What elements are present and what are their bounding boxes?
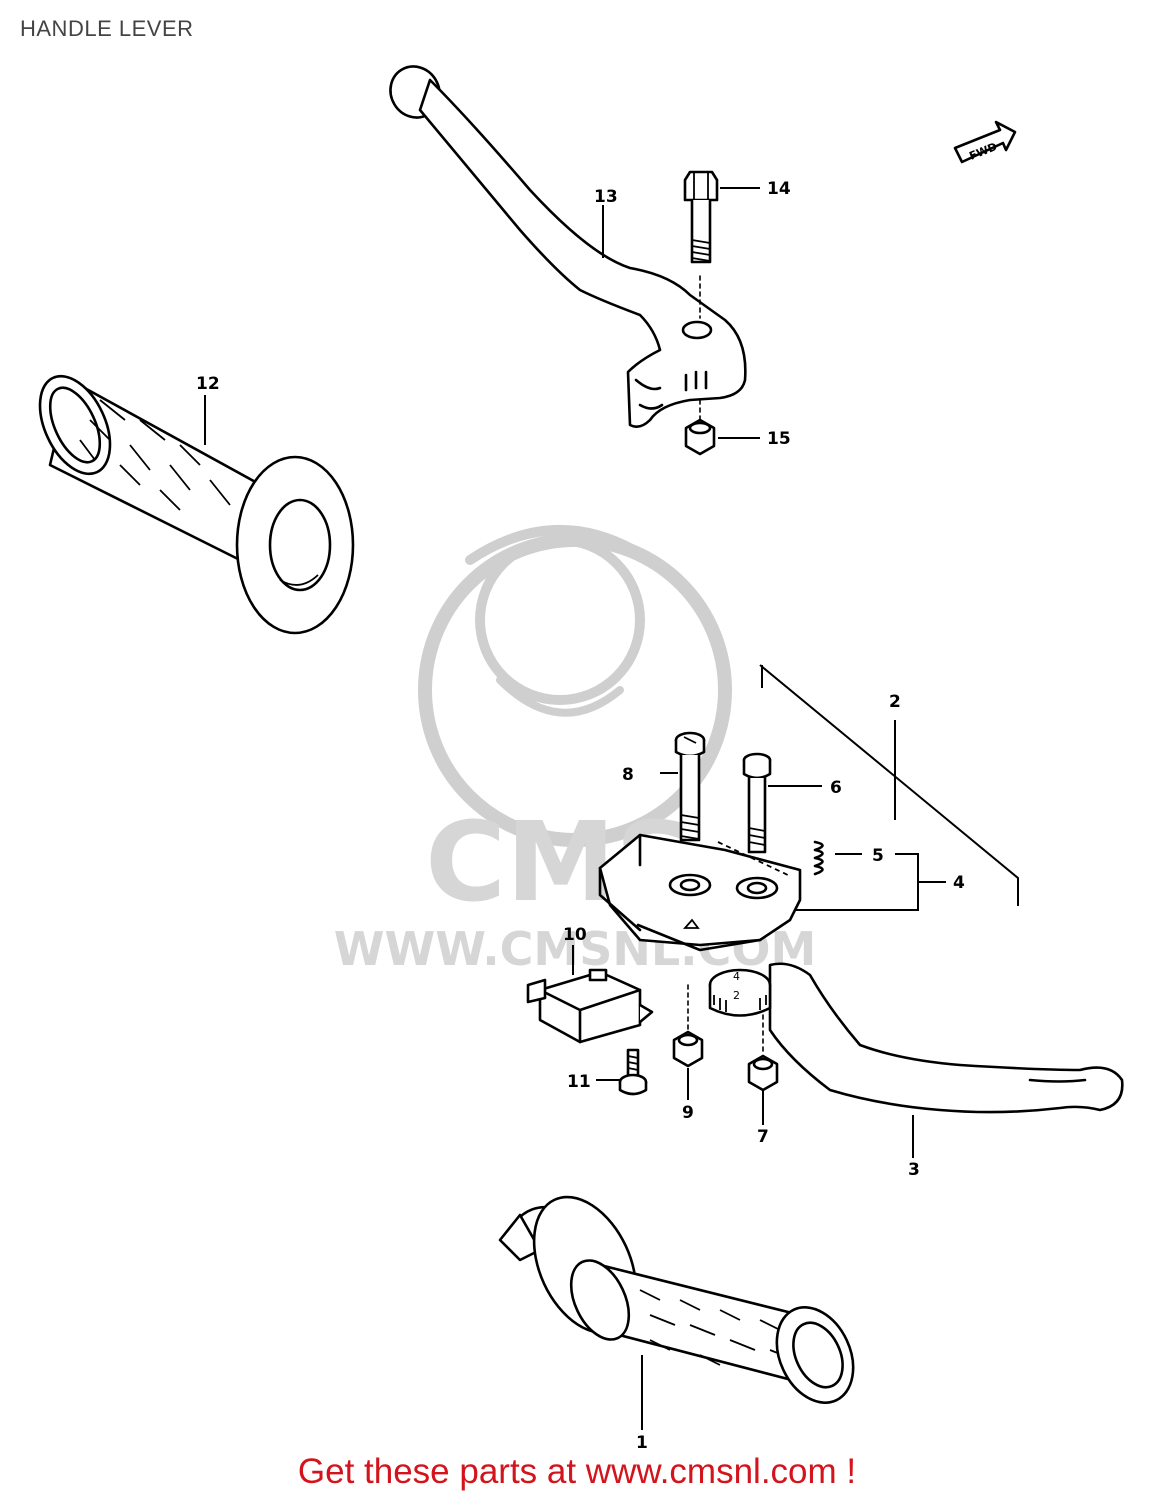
svg-text:2: 2 <box>733 989 740 1002</box>
callout-3: 3 <box>908 1160 920 1180</box>
part-10-brake-switch <box>526 968 654 1044</box>
part-13-front-brake-lever <box>389 65 747 428</box>
callout-5: 5 <box>872 846 884 866</box>
part-5-spring <box>813 840 824 876</box>
callout-13: 13 <box>594 187 618 207</box>
callout-7: 7 <box>757 1127 769 1147</box>
part-15-nut <box>684 399 716 456</box>
callout-9: 9 <box>682 1103 694 1123</box>
callout-numbers: 1 2 3 4 5 6 7 8 9 10 11 12 13 14 15 <box>196 179 965 1453</box>
forward-arrow-label: FWD <box>967 140 999 163</box>
part-1-right-grip <box>498 1195 855 1404</box>
leader-lines <box>204 187 1019 1430</box>
callout-2: 2 <box>889 692 901 712</box>
footer-link[interactable]: Get these parts at www.cmsnl.com ! <box>297 1452 857 1491</box>
callout-4: 4 <box>953 873 965 893</box>
svg-text:4: 4 <box>733 970 740 983</box>
part-9-nut <box>672 984 704 1068</box>
part-3-lever: 4 2 <box>708 962 1124 1114</box>
part-14-bolt <box>683 170 719 319</box>
callout-10: 10 <box>563 925 587 945</box>
callout-8: 8 <box>622 765 634 785</box>
part-12-left-grip <box>38 374 355 635</box>
callout-11: 11 <box>567 1072 591 1092</box>
part-7-nut <box>747 1014 779 1092</box>
forward-arrow-icon: FWD <box>953 120 1017 164</box>
part-8-pivot-bolt <box>674 731 706 842</box>
callout-6: 6 <box>830 778 842 798</box>
page-title: HANDLE LEVER <box>20 16 194 41</box>
callout-12: 12 <box>196 374 220 394</box>
callout-1: 1 <box>636 1433 648 1453</box>
part-11-screw <box>618 1048 648 1096</box>
callout-15: 15 <box>767 429 791 449</box>
callout-14: 14 <box>767 179 791 199</box>
part-4-lever-bracket <box>598 833 802 952</box>
part-6-screw <box>742 752 772 854</box>
